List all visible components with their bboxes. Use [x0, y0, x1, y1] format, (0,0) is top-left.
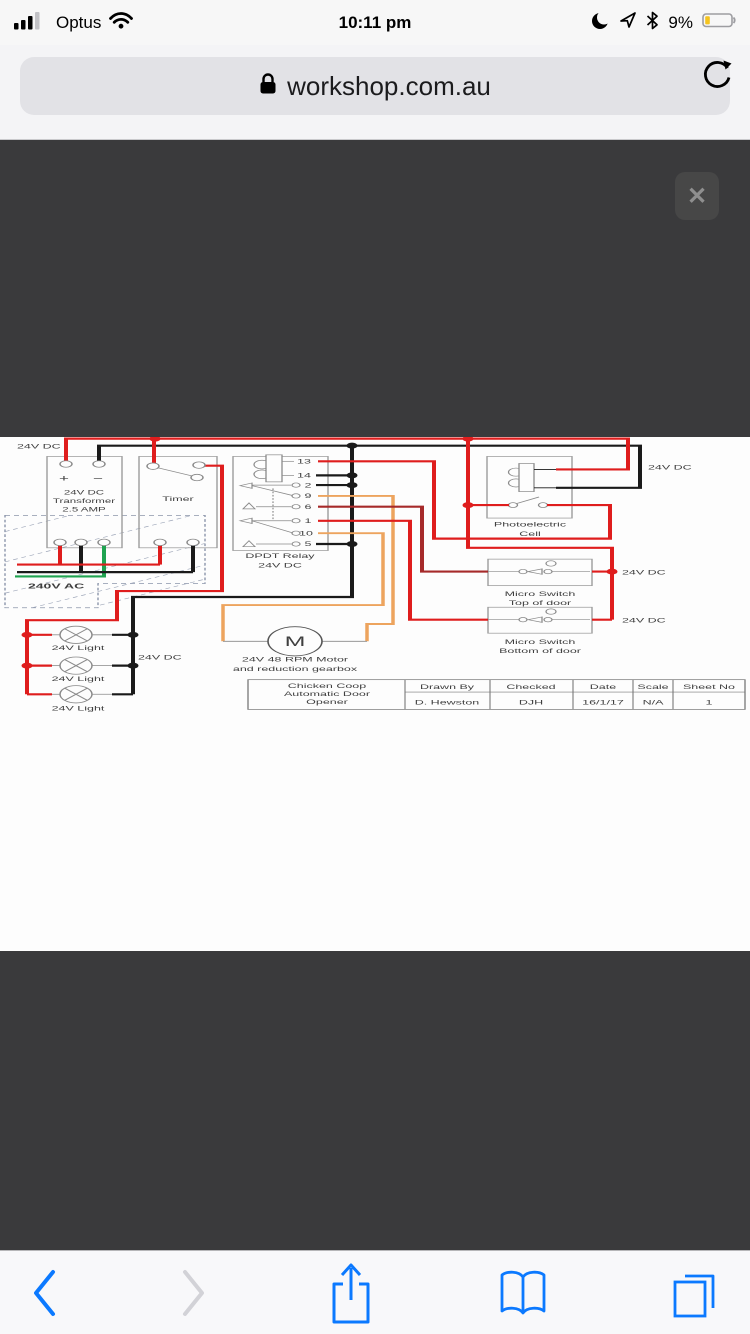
junction-dots-red	[21, 437, 618, 669]
title-block-value: DJH	[519, 699, 543, 706]
relay-terminal-label: 5	[305, 541, 312, 548]
battery-percent-label: 9%	[668, 12, 693, 32]
title-block-header: Checked	[506, 683, 555, 690]
signal-bars-icon	[14, 11, 44, 35]
close-icon: ✕	[686, 182, 708, 210]
title-block: Chicken Coop Automatic Door Opener Drawn…	[247, 679, 746, 710]
wire-darkred-relay6	[318, 505, 488, 573]
title-block-value: 16/1/17	[582, 699, 624, 706]
relay-label: 24V DC	[258, 562, 302, 569]
micro-switch-top-internals	[488, 560, 590, 575]
title-block-header: Sheet No	[683, 683, 736, 690]
relay-label: DPDT Relay	[245, 553, 314, 560]
timer-label: Timer	[162, 495, 194, 502]
carrier-label: Optus	[56, 12, 102, 32]
title-block-name: Opener	[306, 699, 348, 706]
relay-terminal-label: 14	[297, 472, 311, 479]
safari-toolbar	[0, 1250, 750, 1334]
micro-bottom-label: Micro Switch	[505, 639, 576, 646]
timer-switch-blade	[157, 467, 193, 477]
title-block-value: N/A	[643, 699, 664, 706]
wire-green-earth	[15, 543, 106, 578]
motor-letter: M	[285, 635, 306, 650]
back-button[interactable]	[30, 1267, 60, 1319]
micro-top-label: Micro Switch	[505, 591, 576, 598]
label-minus: −	[93, 473, 103, 483]
terminal-circles	[53, 460, 206, 547]
share-button[interactable]	[325, 1260, 377, 1326]
forward-button[interactable]	[178, 1267, 208, 1319]
title-block-name: Chicken Coop	[288, 682, 367, 689]
micro-bottom-label: Bottom of door	[499, 648, 582, 655]
timer-box	[138, 456, 218, 549]
relay-internals	[238, 454, 301, 548]
junction-dots-black	[127, 442, 358, 669]
bookmarks-button[interactable]	[495, 1267, 551, 1319]
location-arrow-icon	[619, 11, 637, 34]
title-block-header: Scale	[637, 683, 669, 690]
relay-terminal-label: 9	[305, 493, 312, 500]
relay-terminal-label: 2	[305, 482, 312, 489]
label-plus: +	[59, 473, 69, 483]
transformer-label: 2.5 AMP	[62, 506, 105, 513]
mains-label: 240V AC	[28, 582, 84, 590]
transformer-label: 24V DC	[64, 489, 105, 496]
micro-switch-bottom-internals	[488, 608, 590, 623]
clock-label: 10:11 pm	[338, 12, 412, 32]
motor-label: 24V 48 RPM Motor	[242, 656, 349, 663]
title-block-header: Date	[590, 683, 617, 690]
label-24vdc-micro-bottom: 24V DC	[622, 617, 666, 624]
relay-terminal-label: 6	[305, 504, 312, 511]
title-block-value: D. Hewston	[415, 699, 480, 706]
relay-terminal-label: 1	[305, 518, 312, 525]
photocell-internals	[507, 463, 556, 508]
label-24vdc-right: 24V DC	[648, 464, 692, 471]
tabs-button[interactable]	[668, 1267, 720, 1319]
bluetooth-icon	[646, 11, 659, 35]
circuit-diagram-image: M 24V DC 24V DC 24V DC 24V DC 24V DC + −…	[0, 437, 750, 951]
label-24vdc-lights: 24V DC	[138, 654, 182, 661]
url-text: workshop.com.au	[287, 70, 491, 101]
lock-icon	[259, 72, 277, 101]
label-24vdc-topleft: 24V DC	[17, 443, 61, 450]
wifi-icon	[109, 11, 134, 34]
battery-icon	[702, 11, 738, 34]
label-24vdc-micro-top: 24V DC	[622, 569, 666, 576]
motor-label: and reduction gearbox	[233, 666, 357, 673]
status-bar: Optus 10:11 pm	[0, 0, 750, 45]
motor-symbol: M	[223, 626, 367, 657]
title-block-value: 1	[706, 699, 713, 706]
moon-icon	[591, 10, 612, 35]
wires-orange-motor	[221, 494, 395, 642]
lamp-label: 24V Light	[52, 645, 105, 652]
transformer-label: Transformer	[53, 498, 115, 505]
address-bar[interactable]: workshop.com.au	[20, 57, 730, 115]
title-block-header: Drawn By	[420, 683, 474, 690]
address-bar-zone: workshop.com.au	[0, 45, 750, 140]
close-button[interactable]: ✕	[675, 172, 719, 220]
lamp-label: 24V Light	[52, 705, 105, 712]
photocell-label: Cell	[519, 531, 541, 538]
wires-red	[17, 437, 630, 696]
title-block-name: Automatic Door	[284, 691, 371, 698]
relay-terminal-label: 10	[299, 530, 313, 537]
micro-top-label: Top of door	[509, 600, 572, 607]
reload-button[interactable]	[700, 58, 734, 92]
photocell-label: Photoelectric	[494, 521, 566, 528]
relay-terminal-label: 13	[297, 458, 311, 465]
lamp-label: 24V Light	[52, 675, 105, 682]
transformer-box	[46, 456, 123, 549]
lamp-symbols	[52, 625, 112, 704]
